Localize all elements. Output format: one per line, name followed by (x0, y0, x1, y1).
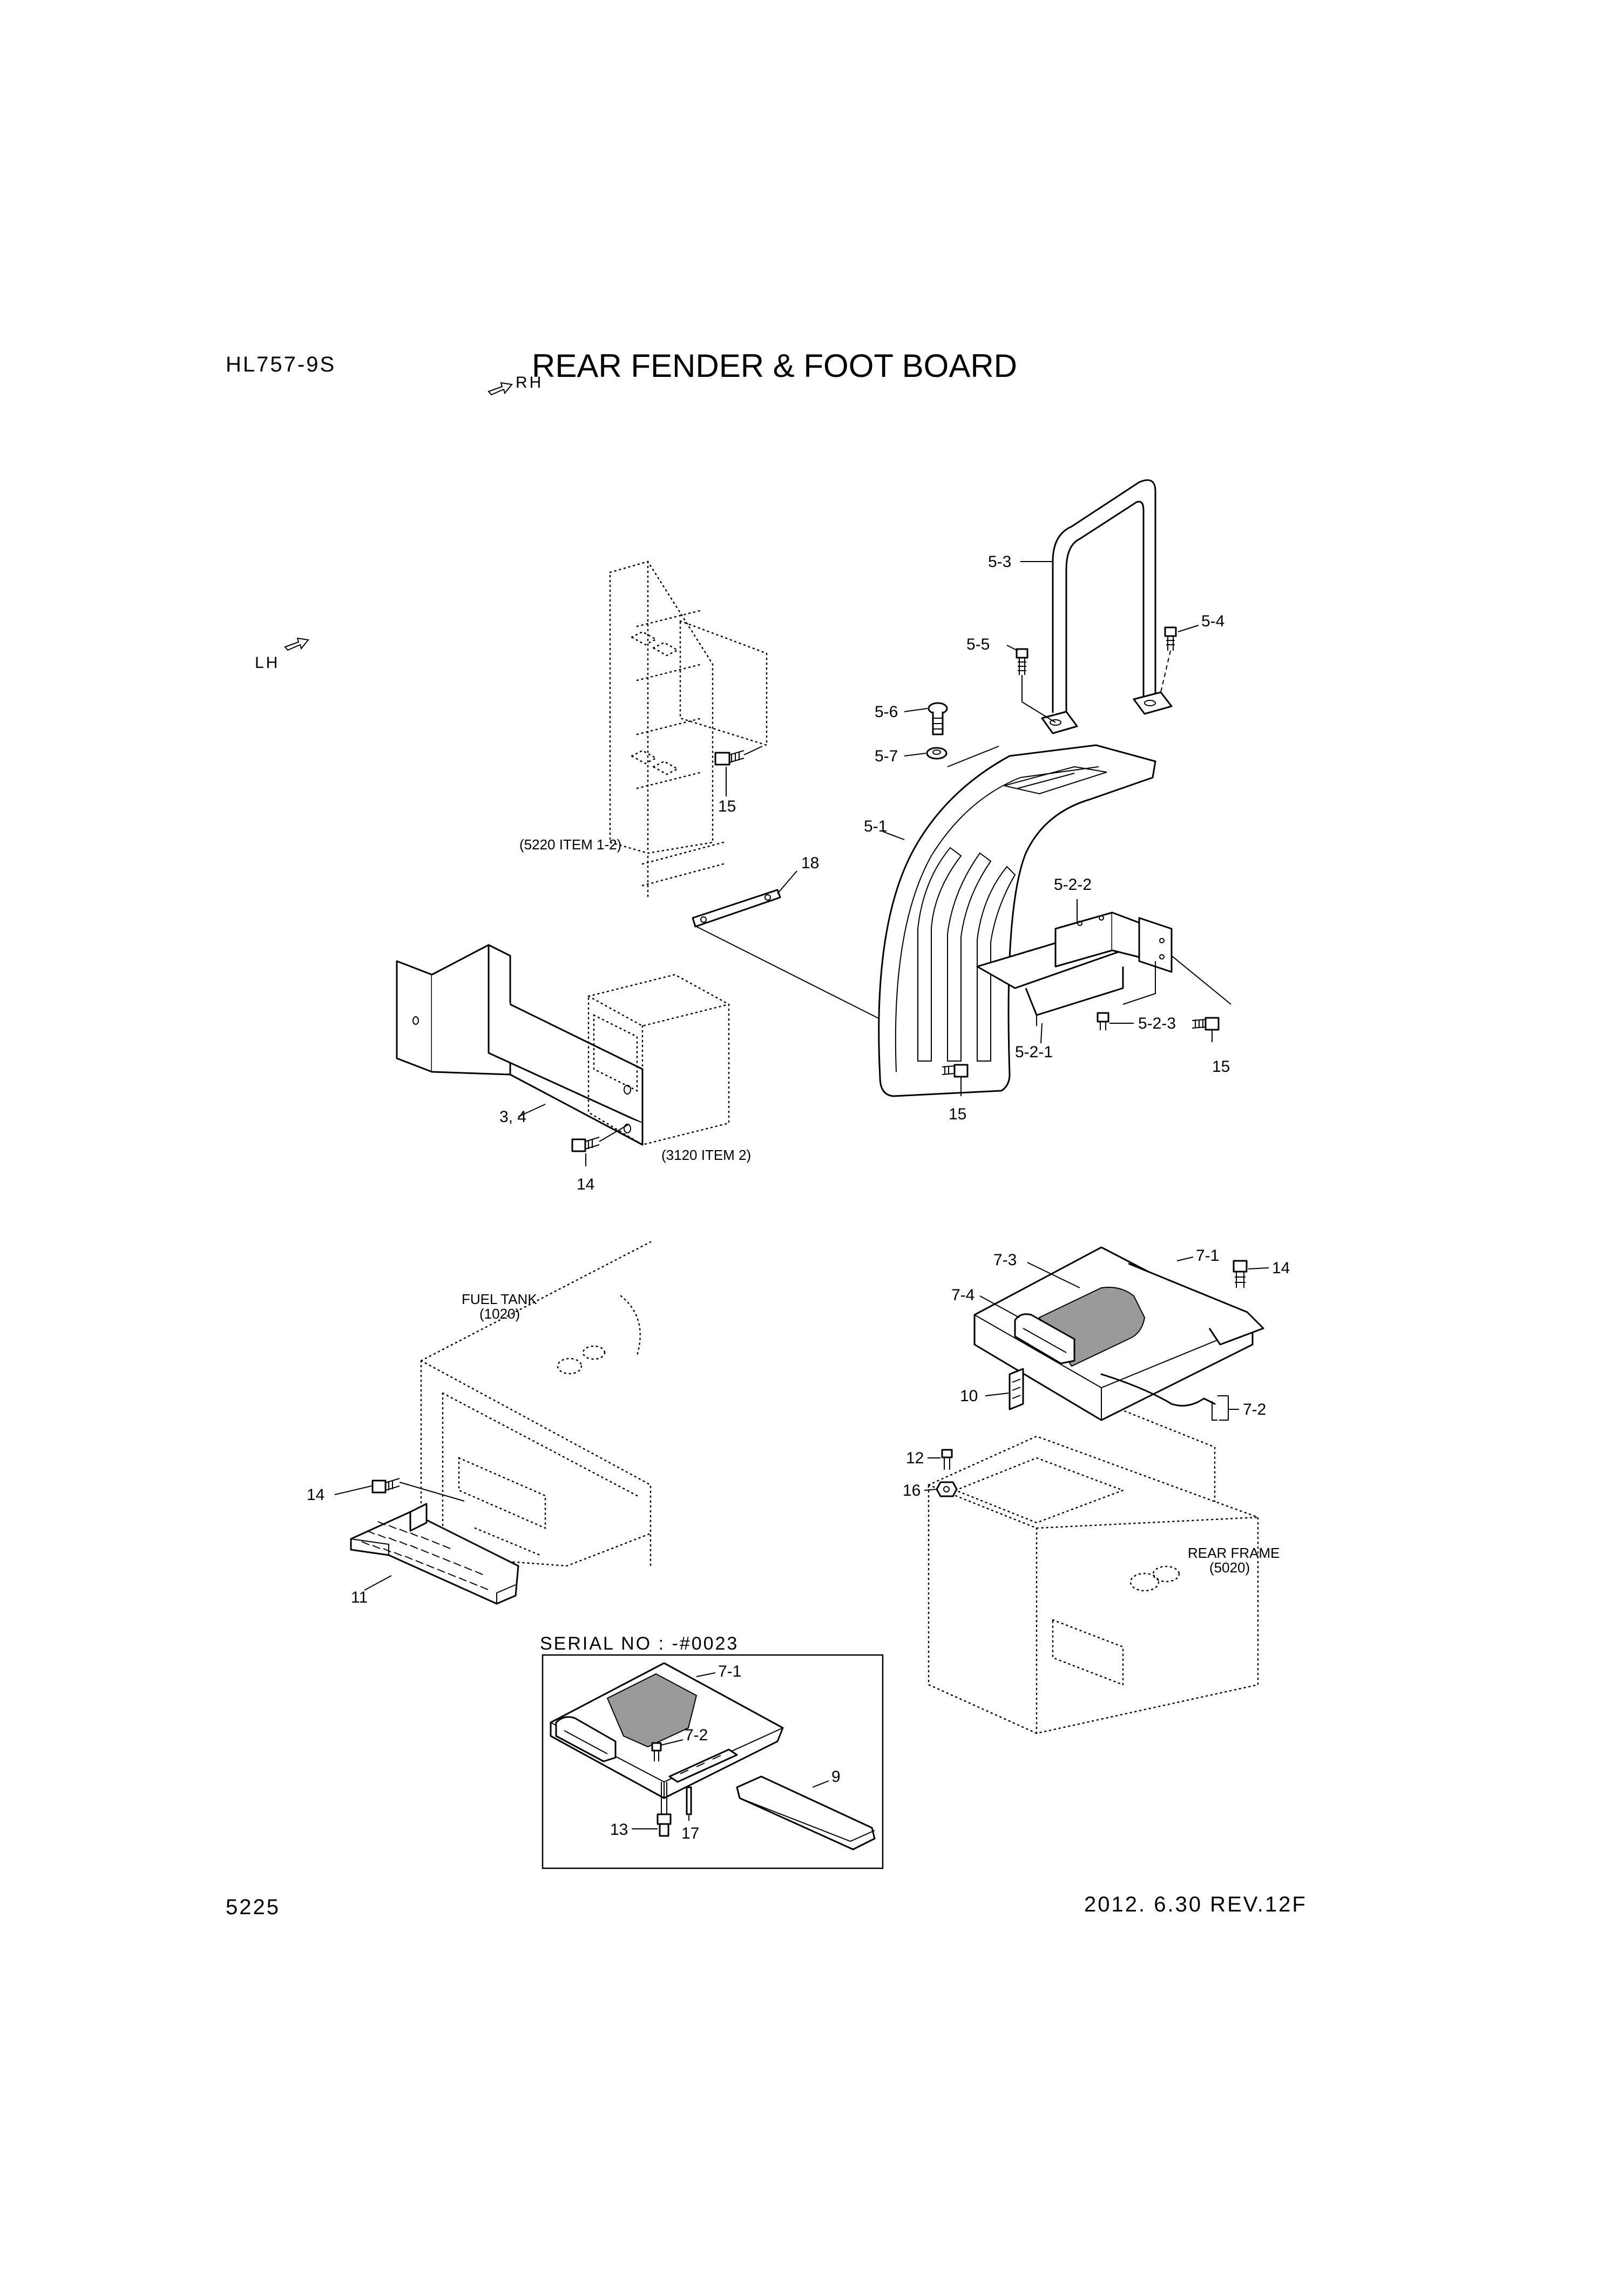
tank-block-reference (587, 974, 730, 1146)
callout-5-3: 5-3 (988, 553, 1011, 571)
callout-3-4: 3, 4 (499, 1108, 526, 1126)
callout-9: 9 (831, 1768, 841, 1786)
cover-9 (736, 1775, 876, 1850)
bolt-5-2-3 (1097, 1012, 1134, 1030)
bolt-5-4 (1160, 625, 1199, 693)
bolt-12 (928, 1449, 953, 1470)
rear-frame-label: REAR FRAME (1188, 1545, 1280, 1561)
step-11 (350, 1503, 519, 1605)
callout-15-b: 15 (1212, 1058, 1230, 1076)
callout-15-a: 15 (718, 798, 736, 815)
handrail-5-3 (1020, 479, 1173, 734)
callout-14-a: 14 (577, 1176, 594, 1193)
callout-5-6: 5-6 (875, 703, 898, 721)
page-number: 5225 (226, 1895, 280, 1919)
callout-5-4: 5-4 (1201, 612, 1224, 630)
model-code: HL757-9S (226, 353, 336, 376)
bolt-7-2-inset (651, 1739, 684, 1761)
bracket-5-2-2 (976, 899, 1231, 1026)
callout-5-1: 5-1 (864, 818, 887, 835)
callout-5-2-1: 5-2-1 (1015, 1043, 1053, 1061)
lh-label: LH (255, 654, 280, 672)
callout-5-5: 5-5 (966, 636, 990, 653)
foot-board-7-1 (973, 1246, 1264, 1421)
callout-14-c: 14 (307, 1486, 324, 1504)
revision-date: 2012. 6.30 REV.12F (1084, 1893, 1307, 1916)
rear-frame-code: (5020) (1209, 1559, 1250, 1576)
rh-label: RH (516, 374, 543, 391)
callout-14-b: 14 (1272, 1259, 1290, 1277)
ref-5220-label: (5220 ITEM 1-2) (519, 836, 621, 853)
page-title: REAR FENDER & FOOT BOARD (532, 348, 1017, 384)
callout-7-1-inset: 7-1 (718, 1663, 741, 1680)
callout-10: 10 (960, 1387, 978, 1405)
bolt-13 (632, 1782, 672, 1837)
bolt-14-board (1233, 1260, 1269, 1288)
rh-arrow-icon (488, 382, 513, 396)
bolt-5-6 (904, 702, 948, 735)
callout-18: 18 (801, 854, 819, 872)
switch-bracket-inset (668, 1748, 738, 1783)
callout-7-3: 7-3 (993, 1251, 1017, 1269)
bracket-3-4 (396, 944, 644, 1146)
callout-7-4: 7-4 (951, 1286, 975, 1304)
nut-16 (924, 1481, 958, 1497)
ref-3120-label: (3120 ITEM 2) (661, 1147, 751, 1163)
bolt-5-5 (1006, 645, 1056, 723)
callout-5-2-3: 5-2-3 (1138, 1015, 1176, 1032)
bolt-15-right (1192, 1017, 1220, 1042)
fuel-tank-reference (420, 1241, 652, 1567)
callout-5-2-2: 5-2-2 (1054, 876, 1092, 894)
serial-inset-frame (542, 1654, 884, 1869)
fuel-tank-label: FUEL TANK (462, 1291, 537, 1307)
callout-11: 11 (351, 1589, 368, 1606)
callout-16: 16 (903, 1482, 921, 1499)
harness-7-2 (1100, 1373, 1239, 1421)
callout-5-7: 5-7 (875, 747, 898, 765)
callout-7-2: 7-2 (1243, 1401, 1266, 1418)
bolt-14-step (334, 1478, 465, 1502)
callout-12: 12 (906, 1449, 924, 1467)
switch-10 (985, 1368, 1024, 1410)
bolt-15-ladder (714, 746, 763, 766)
callout-13: 13 (610, 1821, 628, 1839)
pin-17 (686, 1786, 692, 1821)
bolt-14-bracket (571, 1124, 630, 1166)
callout-7-1: 7-1 (1196, 1247, 1219, 1265)
callout-15-c: 15 (949, 1105, 966, 1123)
callout-7-2-inset: 7-2 (685, 1726, 708, 1744)
bolt-15-fender (942, 1064, 969, 1096)
ladder-reference (609, 560, 768, 897)
washer-5-7 (904, 746, 999, 767)
callout-17: 17 (681, 1825, 699, 1842)
rear-frame-reference (928, 1403, 1259, 1734)
serial-label: SERIAL NO : -#0023 (540, 1633, 739, 1654)
lh-arrow-icon (284, 637, 309, 651)
fender-5-1 (878, 744, 1156, 1097)
fuel-tank-code: (1020) (479, 1306, 520, 1322)
foot-board-7-1-early (550, 1662, 784, 1799)
